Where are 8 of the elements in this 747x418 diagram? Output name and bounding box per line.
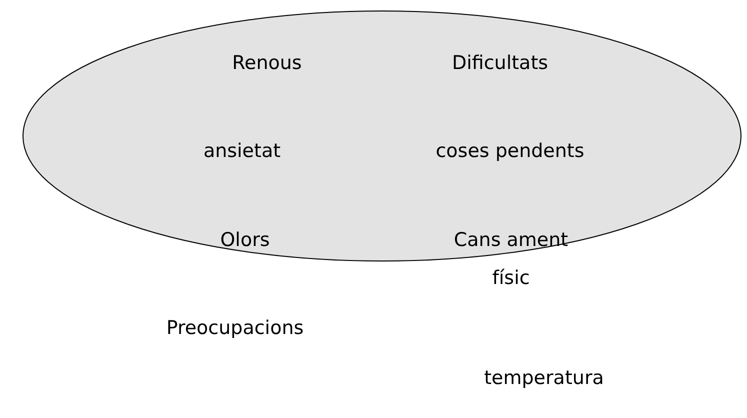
ellipse-text: ansietat xyxy=(203,139,281,164)
free-text: Preocupacions xyxy=(166,317,304,339)
free-text: temperatura xyxy=(484,367,604,389)
ellipse-text: Renous xyxy=(232,51,302,76)
ellipse-text: Dificultats xyxy=(452,51,548,76)
ellipse-text: Olors xyxy=(220,228,270,253)
ellipse-text: coses pendents xyxy=(436,139,584,164)
ellipse-text: Cans ament físic xyxy=(454,228,568,291)
